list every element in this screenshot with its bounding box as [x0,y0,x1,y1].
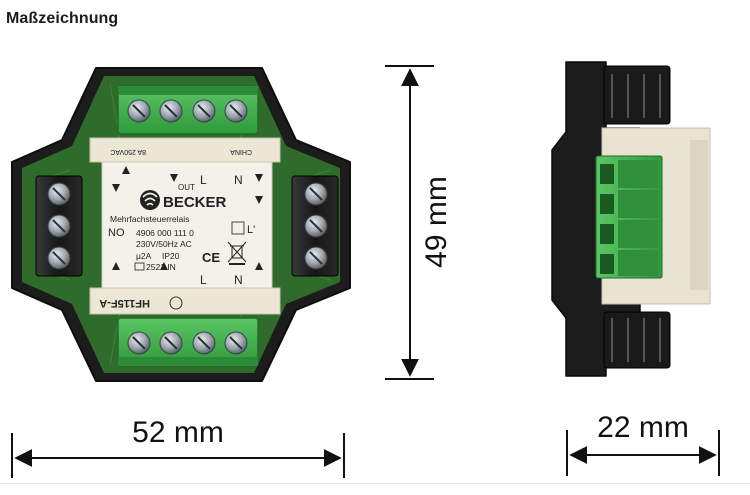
ce-mark: CE [202,250,220,265]
terminal-n-bottom: N [234,273,243,287]
out-label: OUT [178,183,195,192]
terminal-l-prime: L' [247,224,255,236]
origin-label: CHINA [230,148,252,155]
terminal-n-top: N [234,173,243,187]
depth-dimension-label: 22 mm [597,411,689,444]
relay-strip-bottom [89,287,281,315]
terminal-block-right [291,175,339,277]
terminal-block-left [35,175,83,277]
no-label: NO [108,227,125,239]
relay-rating: 8A 250VAC [110,148,146,155]
divider [0,483,750,484]
height-dimension-label: 49 mm [420,176,453,268]
relay-model: HF115F-A [99,297,150,309]
brand-name: BECKER [163,194,227,211]
timer-label: 2521 IN [146,262,176,272]
terminal-l-top: L [200,173,207,187]
supply-rating: 230V/50Hz AC [136,239,192,249]
current-rating: μ2A [136,251,152,261]
terminal-arrows [112,166,263,270]
terminal-block-top [117,85,259,135]
ip-rating: IP20 [162,251,180,261]
device-side-view [551,61,711,377]
product-name: Mehrfachsteuerrelais [110,214,189,224]
dimension-lines [11,65,720,478]
page-title: Maßzeichnung [6,10,119,27]
terminal-block-bottom [117,317,259,367]
relay-strip-top [89,137,281,163]
device-front-view: 8A 250VAC CHINA HF115F-A OUT L N B [11,67,351,382]
article-number: 4906 000 111 0 [136,228,194,238]
becker-logo-icon [140,190,160,210]
terminal-l-bottom: L [200,273,207,287]
width-dimension-label: 52 mm [132,416,224,449]
weee-bin-icon [227,241,247,265]
